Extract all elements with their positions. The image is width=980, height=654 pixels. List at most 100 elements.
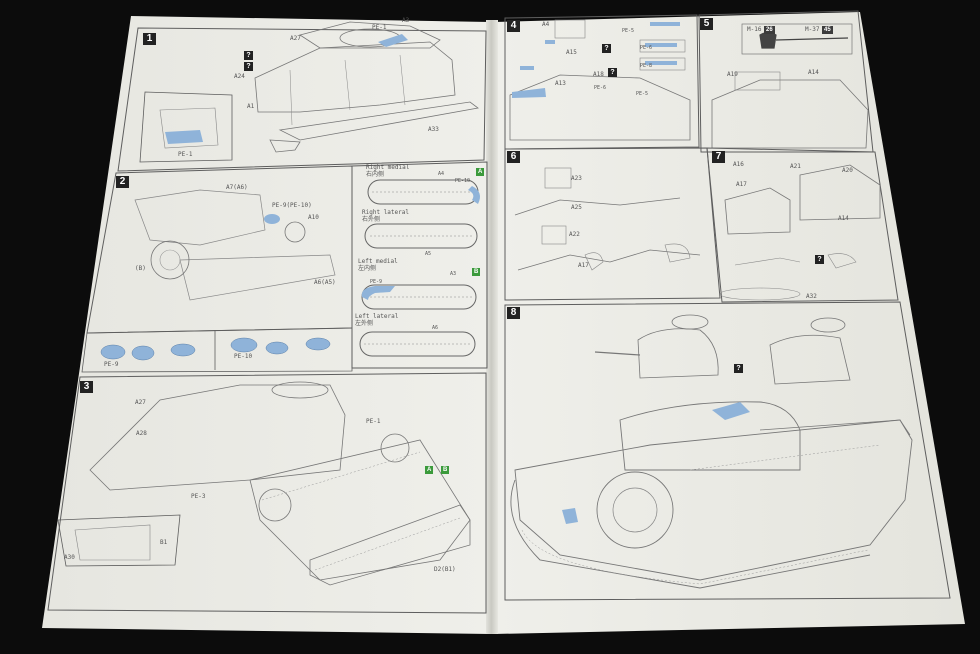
part-label-a23: A23: [571, 175, 582, 182]
part-label-a3-track: A3: [450, 271, 457, 277]
part-label-a5: A5: [425, 251, 432, 257]
part-label-pe9: PE-9: [104, 361, 119, 368]
question-icon: ?: [602, 44, 611, 53]
part-label-a15: A15: [566, 49, 577, 56]
step-7-panel: [706, 147, 899, 303]
part-label-a3: A3: [402, 17, 410, 24]
left-lateral-label: Left lateral: [355, 313, 399, 320]
step-number-4: 4: [507, 20, 520, 32]
part-label-a14-s7: A14: [838, 215, 849, 222]
part-label-pe6-top: PE-6: [594, 85, 607, 91]
part-label-a27: A27: [290, 35, 301, 42]
track-links: [364, 191, 474, 345]
step-8-panel: [504, 301, 951, 601]
part-label-pe9pe10: PE-9(PE-10): [272, 202, 312, 209]
step-4-blue-part: [512, 88, 546, 98]
right-lateral-label: Right lateral: [362, 209, 409, 216]
part-label-d2b1: D2(B1): [434, 566, 456, 573]
step-8-pe-highlight: [712, 402, 750, 420]
part-label-a25: A25: [571, 204, 582, 211]
part-label-pe3: PE-3: [191, 493, 206, 500]
pe9-track-highlight: [361, 286, 395, 300]
step-1-panel: [117, 21, 487, 172]
right-page: [494, 12, 965, 634]
left-medial-label-zh: 左内侧: [358, 265, 377, 272]
step-8-track-links: [521, 444, 881, 585]
part-label-a13: A13: [555, 80, 566, 87]
part-label-a22: A22: [569, 231, 580, 238]
step-number-2: 2: [116, 176, 129, 188]
pe10-track-highlight: [468, 186, 480, 204]
m16-count: 26: [764, 26, 775, 34]
part-label-a24: A24: [234, 73, 245, 80]
part-label-pe5b: PE-5: [636, 91, 649, 97]
question-icon: ?: [244, 62, 253, 71]
part-label-a4-s4: A4: [542, 21, 550, 28]
question-icon: ?: [734, 364, 743, 373]
pe1-photoetch-highlight: [378, 34, 408, 47]
step-number-7: 7: [712, 151, 725, 163]
right-medial-label-zh: 右内侧: [366, 171, 385, 178]
part-label-b1: B1: [160, 539, 168, 546]
badge-b-s3: B: [441, 466, 450, 474]
step-6-panel: [504, 147, 721, 301]
right-lateral-label-zh: 右外侧: [362, 216, 381, 223]
part-label-pe1-s3: PE-1: [366, 418, 381, 425]
part-label-a19: A19: [727, 71, 738, 78]
part-label-a28: A28: [136, 430, 147, 437]
part-label-a32: A32: [806, 293, 817, 300]
pe1-inset-highlight: [165, 130, 203, 144]
step-number-6: 6: [507, 151, 520, 163]
part-label-a10: A10: [308, 214, 319, 221]
step-number-1: 1: [143, 33, 156, 45]
part-label-pe6: PE-6: [640, 45, 653, 51]
left-medial-label: Left medial: [358, 258, 398, 265]
left-page: [42, 16, 490, 634]
question-icon: ?: [244, 51, 253, 60]
part-label-m16: M-16: [747, 26, 762, 33]
part-label-m37: M-37: [805, 26, 820, 33]
left-lateral-label-zh: 左外侧: [355, 320, 374, 327]
part-label-a33: A33: [428, 126, 439, 133]
badge-a: A: [476, 168, 485, 176]
part-label-a27-s3: A27: [135, 399, 146, 406]
part-label-b9: (B): [135, 265, 146, 272]
step-number-8: 8: [507, 307, 520, 319]
part-label-a16: A16: [733, 161, 744, 168]
question-icon: ?: [608, 68, 617, 77]
badge-a-s3: A: [425, 466, 434, 474]
part-label-pe5: PE-5: [622, 28, 635, 34]
part-label-a20: A20: [842, 167, 853, 174]
part-label-a14-s5: A14: [808, 69, 819, 76]
question-icon: ?: [815, 255, 824, 264]
pe-parts-row: [100, 337, 331, 361]
part-label-pe1-inset: PE-1: [178, 151, 193, 158]
part-label-a7a6: A7(A6): [226, 184, 248, 191]
part-label-a21: A21: [790, 163, 801, 170]
m37-count: 45: [822, 26, 833, 34]
step-8-pe-highlight-2: [562, 508, 578, 524]
part-label-a17-s6: A17: [578, 262, 589, 269]
step-3-track-links: [261, 451, 461, 571]
part-label-a17-s7: A17: [736, 181, 747, 188]
part-label-pe10: PE-10: [234, 353, 253, 360]
part-label-a6: A6: [432, 325, 439, 331]
part-label-pe10-track: PE-10: [455, 178, 471, 184]
step-4-panel: [504, 14, 700, 150]
part-label-a4: A4: [438, 171, 445, 177]
binding-spine: [486, 20, 498, 634]
pe9-part-highlight: [264, 214, 280, 224]
part-label-pe1: PE-1: [372, 24, 387, 31]
step-4-blue-pe: [520, 22, 680, 70]
part-label-pe9-track: PE-9: [370, 279, 383, 285]
step-3-panel: [47, 372, 487, 614]
part-label-a1: A1: [247, 103, 255, 110]
right-medial-label: Right medial: [366, 164, 410, 171]
part-label-a18: A18: [593, 71, 604, 78]
badge-b: B: [472, 268, 481, 276]
part-label-a30: A30: [64, 554, 75, 561]
step-number-3: 3: [80, 381, 93, 393]
step-number-5: 5: [700, 18, 713, 30]
